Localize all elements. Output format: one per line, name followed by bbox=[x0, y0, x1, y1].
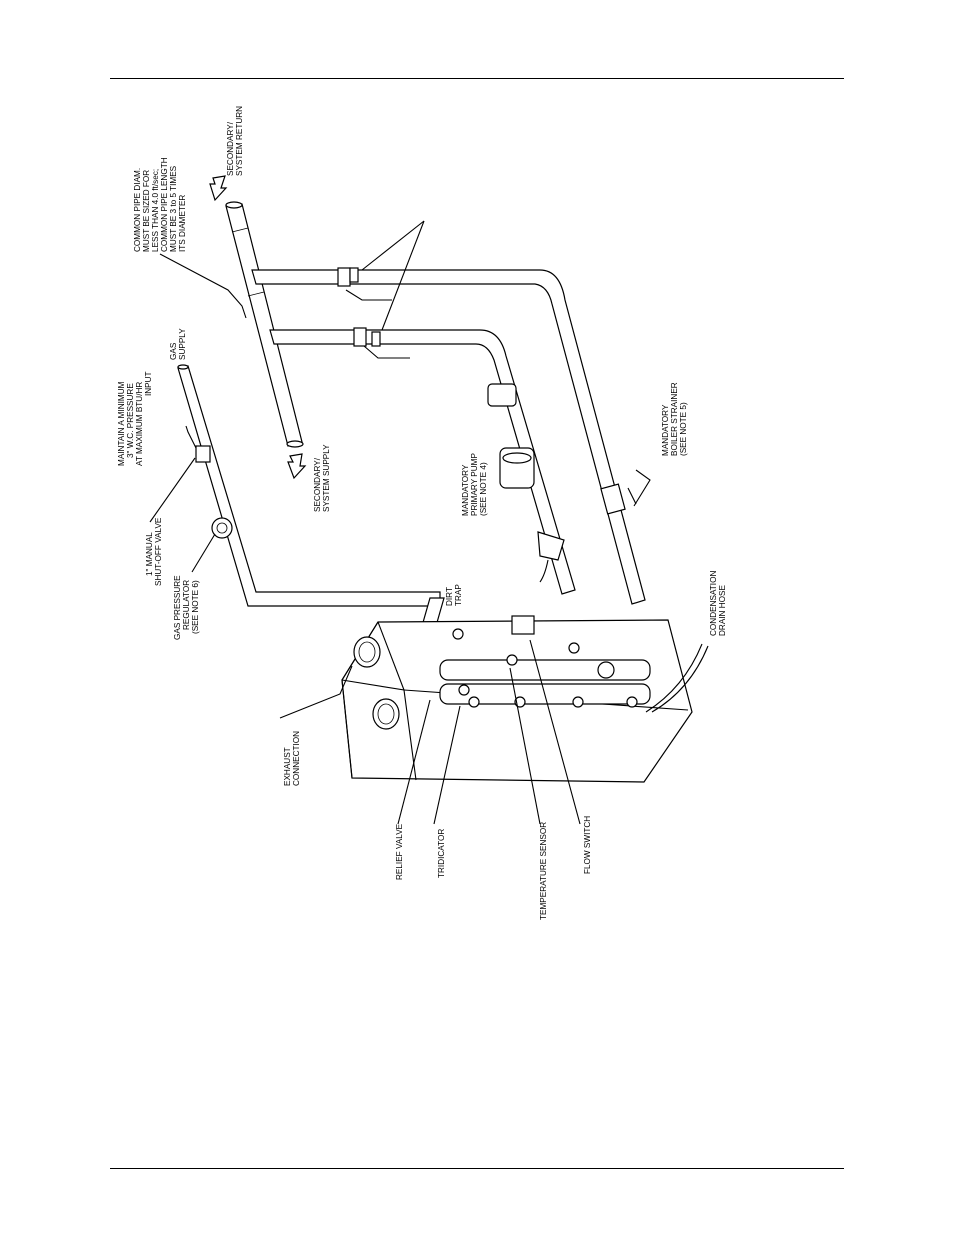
svg-text:(SEE NOTE 4): (SEE NOTE 4) bbox=[479, 462, 488, 516]
svg-text:SECONDARY/: SECONDARY/ bbox=[313, 457, 322, 512]
gas-shutoff-valve bbox=[185, 425, 211, 463]
condensation-hose bbox=[651, 645, 709, 713]
common-pipe-end-bottom bbox=[286, 440, 304, 448]
boiler-strainer bbox=[600, 483, 637, 515]
label-common-pipe: COMMON PIPE DIAM. MUST BE SIZED FOR LESS… bbox=[133, 157, 187, 252]
isolation-valves bbox=[337, 267, 410, 359]
svg-text:MANDATORY: MANDATORY bbox=[661, 404, 670, 456]
svg-text:MANDATORY: MANDATORY bbox=[461, 464, 470, 516]
label-min-pressure: MAINTAIN A MINIMUM 3" W.C. PRESSURE AT M… bbox=[117, 371, 153, 466]
svg-text:CONNECTION: CONNECTION bbox=[292, 731, 301, 786]
label-flow-switch: FLOW SWITCH bbox=[583, 816, 592, 874]
return-arrow-icon bbox=[209, 175, 228, 202]
svg-text:GAS: GAS bbox=[169, 342, 178, 360]
svg-text:SECONDARY/: SECONDARY/ bbox=[226, 121, 235, 176]
svg-text:(SEE NOTE 6): (SEE NOTE 6) bbox=[191, 580, 200, 634]
air-intake-port bbox=[372, 698, 400, 730]
svg-text:RELIEF VALVE: RELIEF VALVE bbox=[395, 823, 404, 880]
svg-text:BOILER STRAINER: BOILER STRAINER bbox=[670, 382, 679, 456]
label-primary-pump: MANDATORY PRIMARY PUMP (SEE NOTE 4) bbox=[461, 453, 488, 516]
svg-text:(SEE NOTE 5): (SEE NOTE 5) bbox=[679, 402, 688, 456]
pipe-joint bbox=[231, 227, 249, 233]
pipe-joint bbox=[247, 291, 265, 297]
svg-text:MUST BE 3 to 5 TIMES: MUST BE 3 to 5 TIMES bbox=[169, 165, 178, 252]
svg-text:TEMPERATURE SENSOR: TEMPERATURE SENSOR bbox=[539, 822, 548, 920]
svg-text:MUST BE SIZED FOR: MUST BE SIZED FOR bbox=[142, 170, 151, 252]
svg-text:DRAIN HOSE: DRAIN HOSE bbox=[718, 585, 727, 636]
piping-drawing bbox=[149, 175, 709, 825]
label-gas-supply: GAS SUPPLY bbox=[169, 328, 187, 360]
label-exhaust: EXHAUST CONNECTION bbox=[283, 731, 301, 786]
label-gas-regulator: GAS PRESSURE REGULATOR (SEE NOTE 6) bbox=[173, 575, 200, 640]
svg-text:FLOW SWITCH: FLOW SWITCH bbox=[583, 816, 592, 874]
boiler-unit bbox=[341, 615, 709, 783]
return-branch-pipe bbox=[251, 269, 646, 605]
supply-branch-pipe bbox=[269, 329, 576, 595]
leader-lines bbox=[149, 220, 651, 825]
svg-text:MAINTAIN A MINIMUM: MAINTAIN A MINIMUM bbox=[117, 381, 126, 466]
label-tridicator: TRIDICATOR bbox=[437, 829, 446, 878]
svg-text:CONDENSATION: CONDENSATION bbox=[709, 571, 718, 636]
primary-pump bbox=[487, 383, 565, 583]
svg-text:AT MAXIMUM BTU/HR: AT MAXIMUM BTU/HR bbox=[135, 382, 144, 466]
label-condensation-hose: CONDENSATION DRAIN HOSE bbox=[709, 571, 727, 636]
gas-supply-pipe bbox=[177, 365, 441, 607]
header-rule bbox=[110, 78, 844, 79]
label-shutoff-valve: 1" MANUAL SHUT-OFF VALVE bbox=[145, 517, 163, 586]
svg-text:GAS PRESSURE: GAS PRESSURE bbox=[173, 575, 182, 640]
svg-text:COMMON PIPE DIAM.: COMMON PIPE DIAM. bbox=[133, 168, 142, 252]
svg-text:EXHAUST: EXHAUST bbox=[283, 747, 292, 786]
common-pipe bbox=[225, 203, 303, 447]
footer-rule bbox=[110, 1168, 844, 1169]
svg-text:3" W.C. PRESSURE: 3" W.C. PRESSURE bbox=[126, 383, 135, 458]
exhaust-port bbox=[353, 636, 381, 668]
svg-text:SUPPLY: SUPPLY bbox=[178, 328, 187, 360]
svg-text:SYSTEM SUPPLY: SYSTEM SUPPLY bbox=[322, 444, 331, 512]
svg-text:REGULATOR: REGULATOR bbox=[182, 580, 191, 630]
label-secondary-supply: SECONDARY/ SYSTEM SUPPLY bbox=[313, 444, 331, 512]
label-temperature-sensor: TEMPERATURE SENSOR bbox=[539, 822, 548, 920]
label-boiler-strainer: MANDATORY BOILER STRAINER (SEE NOTE 5) bbox=[661, 382, 688, 456]
svg-text:TRAP: TRAP bbox=[454, 584, 463, 606]
svg-text:INPUT: INPUT bbox=[144, 371, 153, 396]
common-pipe-end-top bbox=[225, 201, 243, 209]
svg-text:LESS THAN 4.0 ft/sec;: LESS THAN 4.0 ft/sec; bbox=[151, 169, 160, 252]
label-dirt-trap: DIRT TRAP bbox=[445, 584, 463, 606]
label-relief-valve: RELIEF VALVE bbox=[395, 823, 404, 880]
label-secondary-return: SECONDARY/ SYSTEM RETURN bbox=[226, 106, 244, 176]
svg-text:1" MANUAL: 1" MANUAL bbox=[145, 532, 154, 576]
svg-text:PRIMARY PUMP: PRIMARY PUMP bbox=[470, 453, 479, 516]
supply-arrow-icon bbox=[287, 453, 307, 480]
svg-text:SHUT-OFF VALVE: SHUT-OFF VALVE bbox=[154, 517, 163, 586]
gas-pressure-regulator bbox=[211, 517, 233, 539]
svg-text:COMMON PIPE LENGTH: COMMON PIPE LENGTH bbox=[160, 157, 169, 252]
svg-text:TRIDICATOR: TRIDICATOR bbox=[437, 829, 446, 878]
svg-text:DIRT: DIRT bbox=[445, 587, 454, 606]
svg-text:SYSTEM RETURN: SYSTEM RETURN bbox=[235, 106, 244, 176]
svg-text:ITS DIAMETER: ITS DIAMETER bbox=[178, 195, 187, 252]
